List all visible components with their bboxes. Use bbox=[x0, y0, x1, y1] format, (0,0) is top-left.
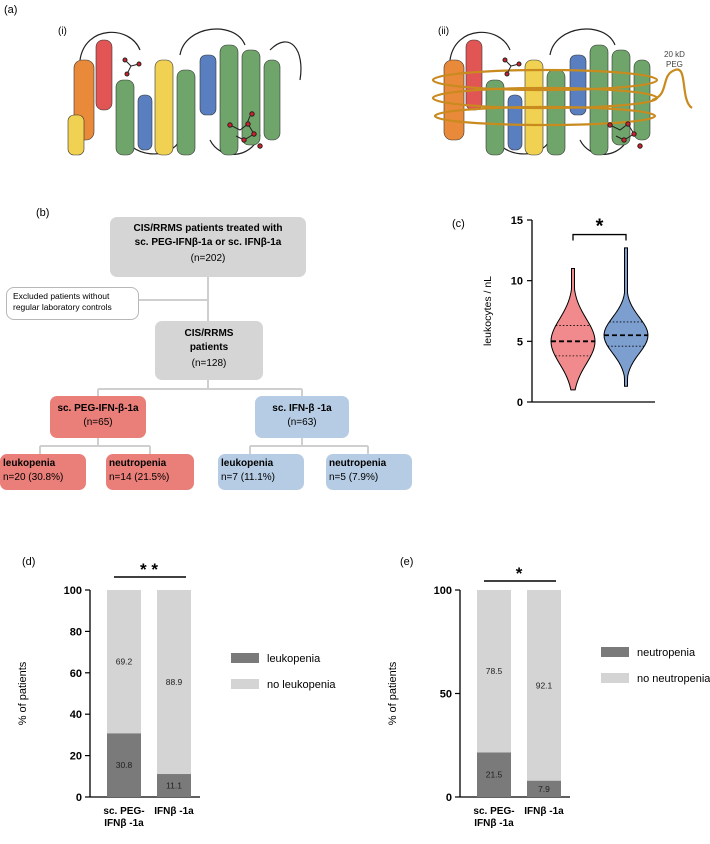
legend-swatch bbox=[231, 679, 259, 689]
peg-size-label-line1: 20 kD bbox=[664, 50, 685, 59]
bar-value-label: 69.2 bbox=[116, 657, 133, 667]
y-tick-label: 15 bbox=[511, 215, 523, 227]
y-tick-label: 5 bbox=[517, 336, 523, 348]
bar-value-label: 88.9 bbox=[166, 677, 183, 687]
x-tick-label: sc. PEG-IFNβ -1a bbox=[473, 806, 514, 829]
flow-box-ifn-leukopenia-count: n=7 (11.1%) bbox=[221, 472, 276, 483]
bar-value-label: 21.5 bbox=[486, 770, 503, 780]
legend-label: neutropenia bbox=[637, 647, 696, 659]
flow-box-peg-ifn: sc. PEG-IFN-β-1a (n=65) bbox=[50, 396, 146, 438]
flow-box-peg-leukopenia-title: leukopenia bbox=[3, 458, 56, 469]
bar-segment bbox=[107, 590, 141, 734]
peg-size-label: 20 kD PEG bbox=[664, 50, 685, 70]
panel-label-c: (c) bbox=[452, 218, 465, 230]
flow-box-ifn-neutropenia-count: n=5 (7.9%) bbox=[329, 472, 379, 483]
bar-segment bbox=[477, 752, 511, 797]
flow-box-ifn-neutropenia: neutropenia n=5 (7.9%) bbox=[326, 454, 412, 490]
flow-box-all-line2: sc. PEG-IFNβ-1a or sc. IFNβ-1a bbox=[134, 237, 282, 248]
legend-swatch bbox=[601, 673, 629, 683]
panel-label-a-ii: (ii) bbox=[438, 26, 450, 37]
bar-value-label: 7.9 bbox=[538, 784, 550, 794]
y-tick-label: 50 bbox=[440, 689, 452, 701]
violin-body bbox=[603, 247, 649, 387]
flow-box-ifn-count: (n=63) bbox=[287, 417, 317, 428]
flow-box-analysed-line2: patients bbox=[189, 342, 229, 353]
y-tick-label: 40 bbox=[70, 709, 82, 721]
flow-box-peg-ifn-count: (n=65) bbox=[83, 417, 113, 428]
flow-box-ifn-leukopenia-title: leukopenia bbox=[221, 458, 274, 469]
y-axis-label: leukocytes / nL bbox=[482, 276, 494, 346]
significance-marker: * bbox=[516, 564, 523, 583]
flow-box-analysed-patients: CIS/RRMS patients (n=128) bbox=[155, 321, 263, 380]
bar-segment bbox=[107, 733, 141, 797]
y-tick-label: 100 bbox=[64, 585, 82, 597]
flow-box-peg-leukopenia-count: n=20 (30.8%) bbox=[3, 472, 64, 483]
flow-box-ifn-neutropenia-title: neutropenia bbox=[329, 458, 387, 469]
bar-segment bbox=[527, 590, 561, 781]
flow-box-peg-neutropenia-title: neutropenia bbox=[109, 458, 167, 469]
bar-value-label: 30.8 bbox=[116, 760, 133, 770]
bar-segment bbox=[157, 590, 191, 775]
x-tick-label: IFNβ -1a bbox=[524, 806, 564, 817]
significance-marker: * * bbox=[140, 560, 158, 579]
x-tick-label: sc. PEG-IFNβ -1a bbox=[103, 806, 144, 829]
flow-box-excluded-line2: regular laboratory controls bbox=[13, 302, 112, 312]
panel-label-e: (e) bbox=[400, 556, 414, 568]
y-tick-label: 100 bbox=[434, 585, 452, 597]
y-tick-label: 10 bbox=[511, 276, 523, 288]
flow-box-ifn-leukopenia: leukopenia n=7 (11.1%) bbox=[218, 454, 304, 490]
y-tick-label: 0 bbox=[76, 792, 82, 804]
legend-swatch bbox=[601, 647, 629, 657]
y-axis-label: % of patients bbox=[387, 661, 399, 725]
legend-label: no neutropenia bbox=[637, 673, 710, 685]
y-axis-label: % of patients bbox=[17, 661, 29, 725]
protein-structure-ii-pegylated bbox=[431, 28, 693, 156]
flow-box-ifn-title: sc. IFN-β -1a bbox=[272, 403, 332, 414]
bar-value-label: 11.1 bbox=[166, 781, 182, 791]
protein-structure-i bbox=[67, 28, 302, 156]
flow-box-peg-neutropenia-count: n=14 (21.5%) bbox=[109, 472, 170, 483]
violin-body bbox=[550, 268, 596, 391]
flow-box-all-count: (n=202) bbox=[190, 253, 226, 264]
y-tick-label: 0 bbox=[517, 397, 523, 409]
panel-label-a: (a) bbox=[4, 4, 18, 16]
flow-box-ifn: sc. IFN-β -1a (n=63) bbox=[255, 396, 349, 438]
panel-label-b: (b) bbox=[36, 207, 50, 219]
peg-size-label-line2: PEG bbox=[666, 60, 683, 69]
bar-segment bbox=[157, 774, 191, 797]
panel-label-d: (d) bbox=[22, 556, 36, 568]
stacked-bar-chart-neutropenia: 0 50 100 % of patients 21.5 78.5 sc. PEG-IFNβ … bbox=[387, 564, 710, 829]
flow-box-all-line1: CIS/RRMS patients treated with bbox=[133, 223, 283, 234]
y-tick-label: 80 bbox=[70, 626, 82, 638]
x-tick-label: IFNβ -1a bbox=[154, 806, 194, 817]
legend-swatch bbox=[231, 653, 259, 663]
legend-label: leukopenia bbox=[267, 653, 321, 665]
significance-marker: * bbox=[596, 216, 604, 238]
flow-box-excluded-line1: Excluded patients without bbox=[13, 291, 110, 301]
flow-box-excluded: Excluded patients without regular labora… bbox=[6, 287, 139, 320]
flowchart-connectors bbox=[39, 276, 369, 454]
flow-box-peg-leukopenia: leukopenia n=20 (30.8%) bbox=[0, 454, 86, 490]
legend-label: no leukopenia bbox=[267, 679, 336, 691]
y-tick-label: 0 bbox=[446, 792, 452, 804]
stacked-bar-chart-leukopenia: 0 20 40 60 80 100 % of patients 30.8 69.2 sc. PEG… bbox=[17, 560, 336, 829]
significance-bracket bbox=[572, 233, 627, 241]
y-tick-label: 20 bbox=[70, 751, 82, 763]
bar-value-label: 78.5 bbox=[486, 666, 503, 676]
y-tick-label: 60 bbox=[70, 668, 82, 680]
flow-box-analysed-line1: CIS/RRMS bbox=[184, 328, 234, 339]
panel-label-a-i: (i) bbox=[58, 26, 67, 37]
flow-box-peg-ifn-title: sc. PEG-IFN-β-1a bbox=[57, 403, 139, 414]
flow-box-analysed-count: (n=128) bbox=[191, 358, 227, 369]
bar-value-label: 92.1 bbox=[536, 680, 553, 690]
bar-segment bbox=[477, 590, 511, 753]
flow-box-all-patients: CIS/RRMS patients treated with sc. PEG-I… bbox=[110, 217, 306, 277]
flow-box-peg-neutropenia: neutropenia n=14 (21.5%) bbox=[106, 454, 194, 490]
bar-segment bbox=[527, 780, 561, 797]
